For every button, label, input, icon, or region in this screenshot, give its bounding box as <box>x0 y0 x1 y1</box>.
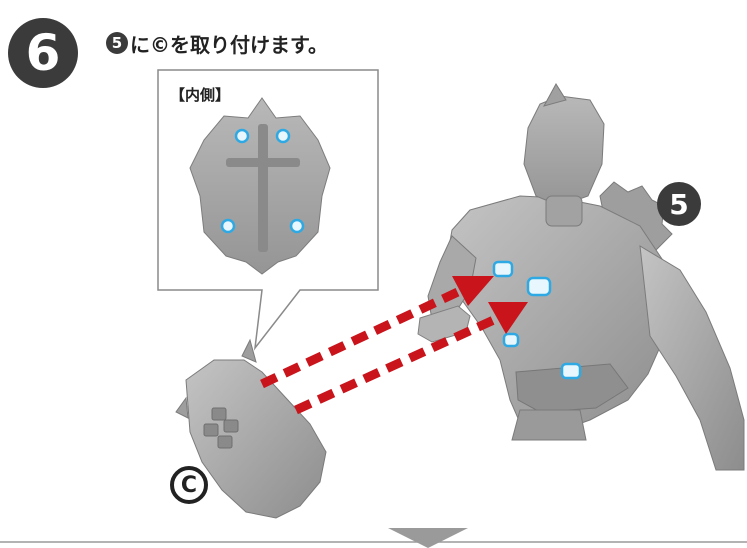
mount-point-highlight <box>502 332 520 348</box>
part-c-outer <box>175 338 327 519</box>
instruction-part-badge: 5 <box>106 32 128 54</box>
peg-hole-highlight <box>289 218 305 234</box>
peg-hole-highlight <box>234 128 250 144</box>
step-number: 6 <box>25 24 61 82</box>
instruction-text: 5 に©を取り付けます。 <box>106 30 328 57</box>
mount-point-highlight <box>526 276 552 297</box>
next-step-chevron <box>388 528 468 548</box>
step-number-badge: 6 <box>8 18 78 88</box>
instruction-label: に©を取り付けます。 <box>130 32 328 57</box>
inner-side-label: 【内側】 <box>170 86 231 104</box>
part-5-badge: 5 <box>657 182 701 226</box>
mount-point-highlight <box>492 260 514 278</box>
part-c-badge: C <box>170 466 208 504</box>
attachment-arrows <box>260 276 528 415</box>
peg-hole-highlight <box>220 218 236 234</box>
part-c-inner-view <box>189 97 331 275</box>
peg-hole-highlight <box>275 128 291 144</box>
part-5-figure <box>427 83 745 471</box>
mount-point-highlight <box>560 362 582 380</box>
